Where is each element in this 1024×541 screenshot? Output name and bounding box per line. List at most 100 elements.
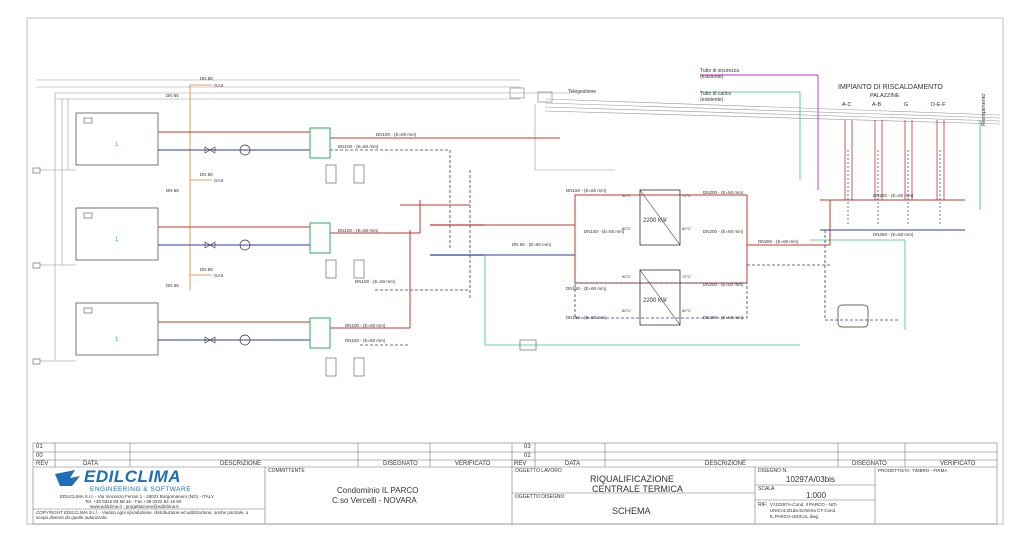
- dn65-label: DN 65: [166, 93, 179, 98]
- descrizione-header: DESCRIZIONE: [705, 461, 747, 467]
- temp-label: 80°C: [622, 226, 631, 231]
- dn-label: DN100 - (E=60 mm): [338, 228, 379, 233]
- committente-name: Condominio IL PARCO: [337, 486, 419, 495]
- svg-text:1: 1: [115, 337, 119, 343]
- side-box: [32, 167, 41, 174]
- oggetto-disegno: SCHEMA: [612, 506, 651, 516]
- temp-label: 80°C: [622, 308, 631, 313]
- hx-power-1: 2200 kW: [643, 218, 667, 224]
- disegnato-header: DISEGNATO: [852, 461, 887, 467]
- boiler-circuit-2: [158, 226, 420, 251]
- dn65-label: DN 65: [166, 283, 179, 288]
- rif-line-3: IL PARCO-UNICAL.dwg: [770, 514, 819, 519]
- web: www.edilclima.it - progettazione@edilcli…: [90, 504, 179, 509]
- dn-label: DN200 - (E=60 mm): [703, 282, 744, 287]
- committente-address: C.so Vercelli - NOVARA: [332, 496, 417, 505]
- boiler-circuit-3: [158, 321, 410, 346]
- dn-label: DN100 - (E=60 mm): [376, 132, 417, 137]
- expansion-vessels: [325, 164, 365, 377]
- dn-label: DN150 - (E=60 mm): [584, 229, 625, 234]
- oggetto-lavoro-1: RIQUALIFICAZIONE: [590, 474, 675, 484]
- dn80-label: DN 80: [200, 267, 213, 272]
- dn-label: DN250 - (E=60 mm): [873, 232, 914, 237]
- oggetto-lavoro-2: CENTRALE TERMICA: [592, 484, 683, 494]
- gas-line: [189, 84, 212, 290]
- heat-exchanger-block: [574, 189, 748, 326]
- rif-line-2: UNICAL\01da-Schema CT-Cond.: [770, 508, 837, 513]
- rev-left-1: 01: [36, 444, 43, 450]
- phone: Tel. +39 0322 83 58 16 - Fax +39 0322 84…: [85, 499, 182, 504]
- oggetto-lavoro-label: OGGETTO LAVORO: [515, 468, 562, 474]
- boiler-3: 1: [75, 302, 159, 356]
- rev-header: REV: [36, 461, 49, 467]
- verificato-header: VERIFICATO: [455, 461, 491, 467]
- palazzine-label: PALAZZINE: [870, 93, 900, 99]
- telegestione-label: Telegestione: [568, 89, 596, 95]
- scala-value: 1:000: [806, 491, 827, 500]
- temp-label: 60°C: [682, 226, 691, 231]
- brand-tagline: ENGINEERING & SOFTWARE: [90, 486, 192, 493]
- dn80-label: DN 80: [200, 172, 213, 177]
- data-header: DATA: [83, 461, 99, 467]
- rev-left-2: 00: [36, 453, 43, 459]
- zone-label: A-C: [842, 102, 852, 108]
- control-box: [537, 91, 553, 103]
- scala-label: SCALA: [758, 486, 775, 492]
- tubo-carico-label: Tubo di carico: [700, 91, 731, 97]
- edilclima-logo-icon: [55, 470, 80, 486]
- boiler-circuit-1: [158, 131, 560, 156]
- descrizione-header: DESCRIZIONE: [220, 461, 262, 467]
- dn-label: DN200 - (E=60 mm): [703, 190, 744, 195]
- svg-text:1: 1: [115, 237, 119, 243]
- disegno-label: DISEGNO N.: [758, 468, 788, 474]
- esistente-label: (esistente): [700, 97, 724, 103]
- safety-pipe: [700, 74, 819, 190]
- inertial-tank: [837, 304, 869, 328]
- impianto-label: IMPIANTO DI RISCALDAMENTO: [838, 84, 943, 91]
- gas-label: GAS: [214, 273, 224, 278]
- committente-label: COMMITTENTE: [268, 468, 305, 474]
- progettista-label: PROGETTISTA: TIMBRO - FIRMA: [878, 468, 948, 473]
- building-branches: [844, 120, 945, 200]
- copyright: COPYRIGHT EDILCLIMA S.r.l. - Vietata ogn…: [36, 510, 249, 520]
- gas-label: GAS: [214, 178, 224, 183]
- temp-label: 70°C: [682, 193, 691, 198]
- boiler-1: 1: [75, 112, 159, 166]
- hydraulic-separators: [309, 127, 331, 349]
- dn-label: DN150 - (E=60 mm): [566, 188, 607, 193]
- gas-label: GAS: [214, 83, 224, 88]
- dn-label: DN100 - (E=60 mm): [355, 279, 396, 284]
- dn-label: DN200 - (E=60 mm): [703, 315, 744, 320]
- dn-label: DN100 - (E=60 mm): [345, 323, 386, 328]
- rev-right-2: 02: [524, 453, 531, 459]
- rif-label: RIF.: [758, 502, 767, 508]
- address: EDILCLIMA S.r.l. - Via Vincenzo Ferrari …: [60, 494, 214, 499]
- side-box: [32, 262, 41, 269]
- dn-label: DN150 - (E=60 mm): [566, 315, 607, 320]
- brand-name: EDILCLIMA: [84, 467, 182, 486]
- temp-label: 70°C: [682, 274, 691, 279]
- svg-text:1: 1: [115, 142, 119, 148]
- dn-label: DN200 - (E=60 mm): [703, 229, 744, 234]
- control-lines: [36, 79, 1001, 360]
- temp-label: 90°C: [622, 193, 631, 198]
- dn-label: DN200 - (E=60 mm): [758, 239, 799, 244]
- boiler-2: 1: [75, 207, 159, 261]
- verificato-header: VERIFICATO: [940, 461, 976, 467]
- data-header: DATA: [565, 461, 581, 467]
- esistente-label: (esistente): [700, 74, 724, 80]
- zone-label: D-E-F: [931, 102, 946, 108]
- temp-label: 60°C: [682, 308, 691, 313]
- oggetto-disegno-label: OGGETTO DISEGNO: [515, 494, 565, 500]
- title-block: [32, 442, 998, 525]
- dn80-label: DN 80: [200, 76, 213, 81]
- dn-label: DN150 - (E=60 mm): [345, 338, 386, 343]
- zone-label: A-B: [872, 102, 882, 108]
- disegnato-header: DISEGNATO: [383, 461, 418, 467]
- dn-label: DN250 - (E=60 mm): [873, 193, 914, 198]
- riempimento-label: Riempimento: [981, 94, 987, 126]
- rev-header: REV: [514, 461, 527, 467]
- dn-label: DN100 - (E=60 mm): [338, 144, 379, 149]
